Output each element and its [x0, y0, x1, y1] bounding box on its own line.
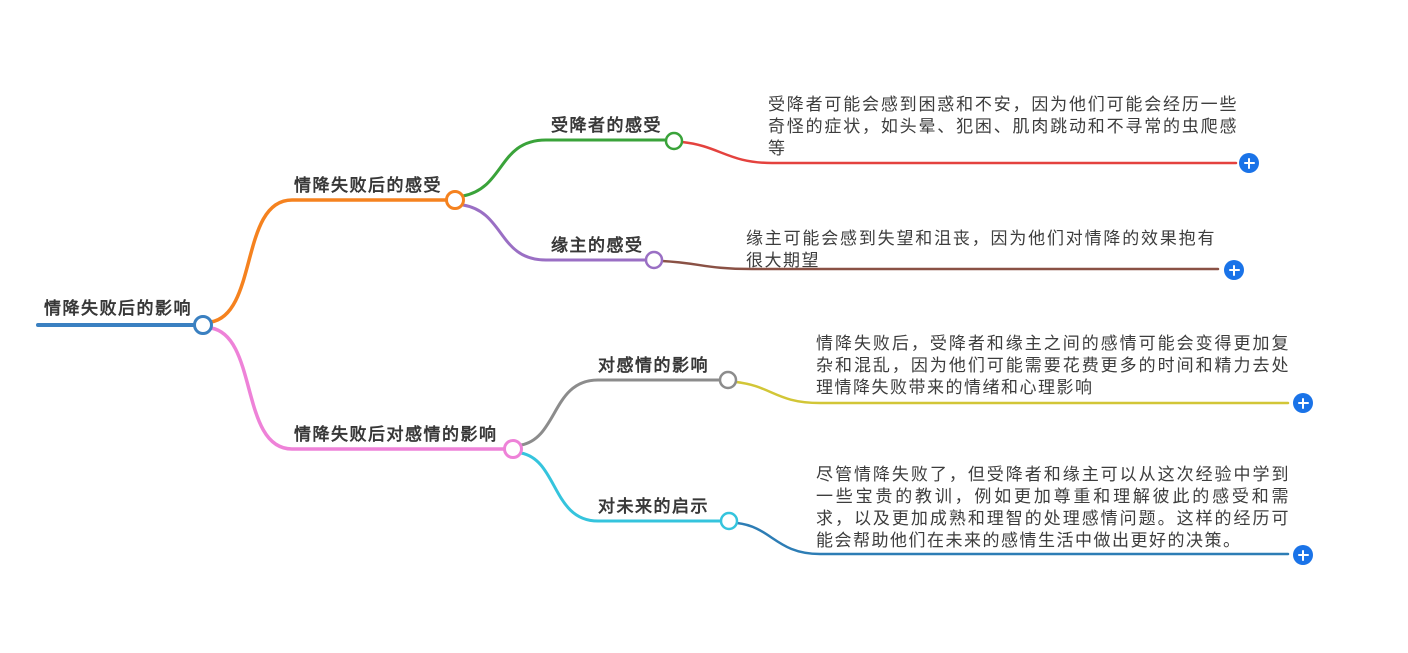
node-detail-text-1-1[interactable]: 受降者可能会感到困惑和不安，因为他们可能会经历一些奇怪的症状，如头晕、犯困、肌肉… — [768, 95, 1238, 158]
connector-branch-2 — [209, 326, 507, 451]
node-child-1-1[interactable]: 受降者的感受 — [551, 116, 662, 135]
add-node-button-plus-icon[interactable] — [1293, 393, 1313, 413]
node-detail-text-2-2[interactable]: 尽管情降失败了，但受降者和缘主可以从这次经验中学到一些宝贵的教训，例如更加尊重和… — [816, 465, 1290, 550]
add-node-button-plus-icon[interactable] — [1239, 153, 1259, 173]
connector-child-1-2 — [461, 203, 648, 262]
connector-leaf-1-1 — [680, 140, 1238, 165]
connector-child-2-1 — [519, 378, 721, 447]
connector-child-2-2 — [519, 451, 722, 523]
node-detail-text-2-1[interactable]: 情降失败后，受降者和缘主之间的感情可能会变得更加复杂和混乱，因为他们可能需要花费… — [816, 334, 1290, 397]
node-child-2-1[interactable]: 对感情的影响 — [598, 356, 709, 375]
child-1-1-node-dot[interactable] — [664, 131, 684, 151]
connector-leaf-2-1 — [734, 380, 1290, 405]
node-detail-text-1-2[interactable]: 缘主可能会感到失望和沮丧，因为他们对情降的效果抱有很大期望 — [746, 229, 1216, 270]
branch-2-node-dot[interactable] — [503, 439, 523, 459]
root-node-dot[interactable] — [193, 315, 213, 335]
node-child-1-2[interactable]: 缘主的感受 — [551, 236, 644, 255]
node-branch-2[interactable]: 情降失败后对感情的影响 — [294, 425, 498, 444]
branch-1-node-dot[interactable] — [445, 190, 465, 210]
child-2-1-node-dot[interactable] — [718, 370, 738, 390]
add-node-button-plus-icon[interactable] — [1293, 545, 1313, 565]
child-2-2-node-dot[interactable] — [719, 511, 739, 531]
connector-leaf-2-2 — [735, 521, 1290, 556]
connector-branch-1 — [209, 198, 448, 324]
child-1-2-node-dot[interactable] — [644, 250, 664, 270]
add-node-button-plus-icon[interactable] — [1224, 260, 1244, 280]
node-root[interactable]: 情降失败后的影响 — [44, 299, 192, 318]
connector-leaf-1-2 — [660, 259, 1220, 271]
node-child-2-2[interactable]: 对未来的启示 — [598, 497, 709, 516]
connector-child-1-1 — [461, 138, 667, 198]
node-branch-1[interactable]: 情降失败后的感受 — [294, 176, 442, 195]
